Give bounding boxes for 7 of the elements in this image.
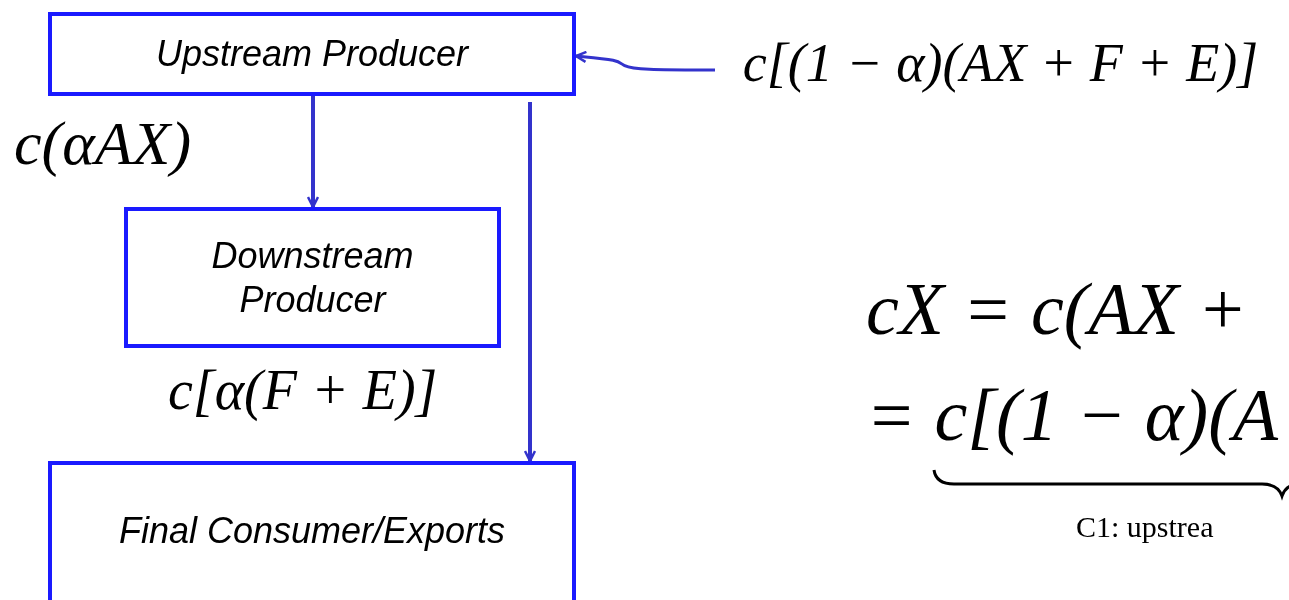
box-label: Downstream Producer bbox=[210, 234, 415, 321]
process-box bbox=[124, 207, 501, 348]
process-box bbox=[48, 461, 576, 600]
brace-label: C1: upstrea bbox=[1076, 512, 1214, 542]
process-box bbox=[48, 12, 576, 96]
box-label: Upstream Producer bbox=[155, 32, 469, 76]
box-label: Final Consumer/Exports bbox=[118, 509, 506, 553]
